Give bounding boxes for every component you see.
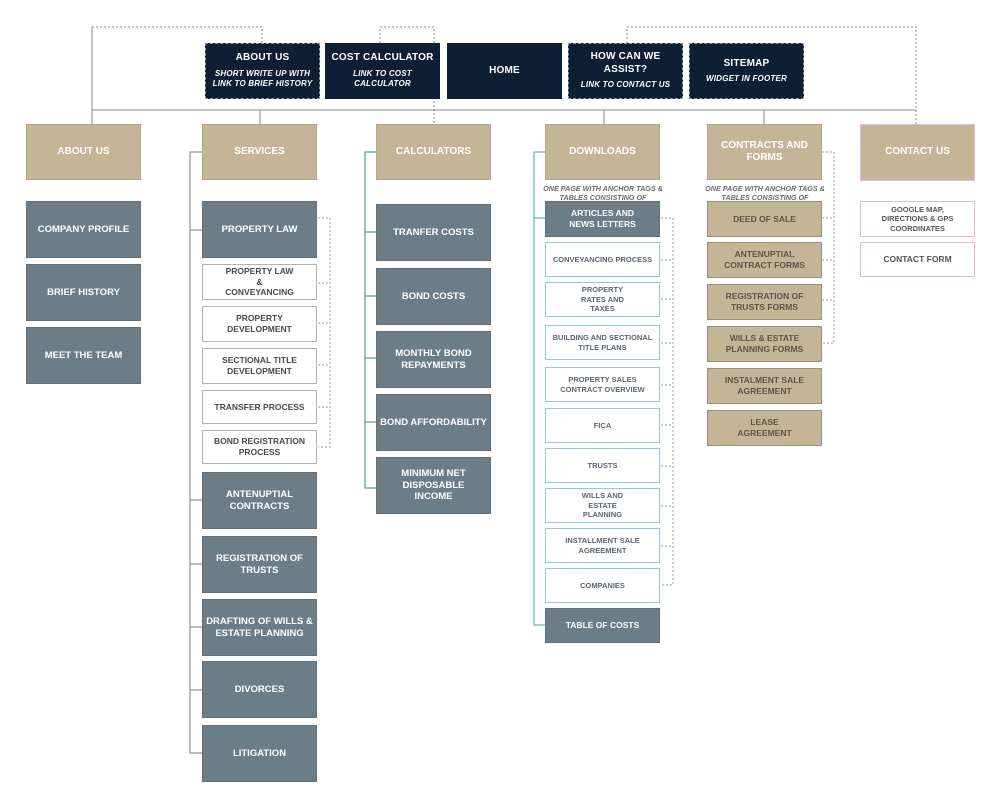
downloads-sub-conveyancing-process[interactable]: CONVEYANCING PROCESS <box>545 242 660 277</box>
nav-title: ABOUT US <box>235 52 290 64</box>
calculator-transfer-costs[interactable]: TRANFER COSTS <box>376 204 491 261</box>
section-downloads[interactable]: DOWNLOADS <box>545 124 660 180</box>
downloads-sub-property-sales-contract[interactable]: PROPERTY SALES CONTRACT OVERVIEW <box>545 367 660 402</box>
top-nav-sitemap[interactable]: SITEMAP WIDGET IN FOOTER <box>689 43 804 99</box>
top-nav-cost-calculator[interactable]: COST CALCULATOR LINK TO COST CALCULATOR <box>325 43 440 99</box>
nav-note: LINK TO CONTACT US <box>580 80 671 90</box>
downloads-sub-companies[interactable]: COMPANIES <box>545 568 660 603</box>
downloads-sub-building-sectional-title-plans[interactable]: BUILDING AND SECTIONAL TITLE PLANS <box>545 325 660 360</box>
calculator-minimum-net-disposable-income[interactable]: MINIMUM NET DISPOSABLE INCOME <box>376 457 491 514</box>
section-services[interactable]: SERVICES <box>202 124 317 180</box>
services-item-litigation[interactable]: LITIGATION <box>202 725 317 782</box>
section-contracts-and-forms[interactable]: CONTRACTS AND FORMS <box>707 124 822 180</box>
property-law-sub-development[interactable]: PROPERTY DEVELOPMENT <box>202 306 317 342</box>
services-item-antenuptial-contracts[interactable]: ANTENUPTIAL CONTRACTS <box>202 472 317 529</box>
about-item-meet-the-team[interactable]: MEET THE TEAM <box>26 327 141 384</box>
downloads-sub-wills-estate-planning[interactable]: WILLS AND ESTATE PLANNING <box>545 488 660 523</box>
nav-title: COST CALCULATOR <box>331 52 434 64</box>
downloads-note: ONE PAGE WITH ANCHOR TAGS & TABLES CONSI… <box>543 184 663 203</box>
contracts-item-antenuptial-contract-forms[interactable]: ANTENUPTIAL CONTRACT FORMS <box>707 242 822 278</box>
nav-title: SITEMAP <box>723 57 770 69</box>
contracts-item-instalment-sale-agreement[interactable]: INSTALMENT SALE AGREEMENT <box>707 368 822 404</box>
nav-title: HOW CAN WE ASSIST? <box>590 51 661 75</box>
nav-note: LINK TO COST CALCULATOR <box>353 68 412 89</box>
section-calculators[interactable]: CALCULATORS <box>376 124 491 180</box>
contracts-note: ONE PAGE WITH ANCHOR TAGS & TABLES CONSI… <box>705 184 825 203</box>
property-law-sub-bond-registration[interactable]: BOND REGISTRATION PROCESS <box>202 430 317 464</box>
downloads-item-table-of-costs[interactable]: TABLE OF COSTS <box>545 608 660 643</box>
contact-item-google-map[interactable]: GOOGLE MAP, DIRECTIONS & GPS COORDINATES <box>860 201 975 237</box>
property-law-sub-conveyancing[interactable]: PROPERTY LAW & CONVEYANCING <box>202 264 317 300</box>
top-nav-about-us[interactable]: ABOUT US SHORT WRITE UP WITH LINK TO BRI… <box>205 43 320 99</box>
property-law-sub-sectional-title[interactable]: SECTIONAL TITLE DEVELOPMENT <box>202 348 317 384</box>
contracts-item-registration-of-trusts-forms[interactable]: REGISTRATION OF TRUSTS FORMS <box>707 284 822 320</box>
top-nav-home[interactable]: HOME <box>447 43 562 99</box>
calculator-bond-affordability[interactable]: BOND AFFORDABILITY <box>376 394 491 451</box>
about-item-company-profile[interactable]: COMPANY PROFILE <box>26 201 141 258</box>
nav-note: SHORT WRITE UP WITH LINK TO BRIEF HISTOR… <box>212 68 313 89</box>
contracts-item-lease-agreement[interactable]: LEASE AGREEMENT <box>707 410 822 446</box>
services-item-property-law[interactable]: PROPERTY LAW <box>202 201 317 258</box>
downloads-item-articles-newsletters[interactable]: ARTICLES AND NEWS LETTERS <box>545 201 660 237</box>
calculator-monthly-bond-repayments[interactable]: MONTHLY BOND REPAYMENTS <box>376 331 491 388</box>
about-item-brief-history[interactable]: BRIEF HISTORY <box>26 264 141 321</box>
contracts-item-deed-of-sale[interactable]: DEED OF SALE <box>707 201 822 237</box>
services-item-registration-of-trusts[interactable]: REGISTRATION OF TRUSTS <box>202 536 317 593</box>
section-about-us[interactable]: ABOUT US <box>26 124 141 180</box>
downloads-sub-trusts[interactable]: TRUSTS <box>545 448 660 483</box>
downloads-sub-installment-sale-agreement[interactable]: INSTALLMENT SALE AGREEMENT <box>545 528 660 563</box>
contracts-item-wills-estate-planning-forms[interactable]: WILLS & ESTATE PLANNING FORMS <box>707 326 822 362</box>
services-item-divorces[interactable]: DIVORCES <box>202 661 317 718</box>
property-law-sub-transfer-process[interactable]: TRANSFER PROCESS <box>202 390 317 424</box>
downloads-sub-property-rates-taxes[interactable]: PROPERTY RATES AND TAXES <box>545 282 660 317</box>
section-contact-us[interactable]: CONTACT US <box>860 124 975 181</box>
services-item-wills-estate-planning[interactable]: DRAFTING OF WILLS & ESTATE PLANNING <box>202 599 317 656</box>
contact-item-contact-form[interactable]: CONTACT FORM <box>860 242 975 277</box>
downloads-sub-fica[interactable]: FICA <box>545 408 660 443</box>
top-nav-how-can-we-assist[interactable]: HOW CAN WE ASSIST? LINK TO CONTACT US <box>568 43 683 99</box>
nav-title: HOME <box>489 64 520 76</box>
calculator-bond-costs[interactable]: BOND COSTS <box>376 268 491 325</box>
nav-note: WIDGET IN FOOTER <box>706 74 787 84</box>
